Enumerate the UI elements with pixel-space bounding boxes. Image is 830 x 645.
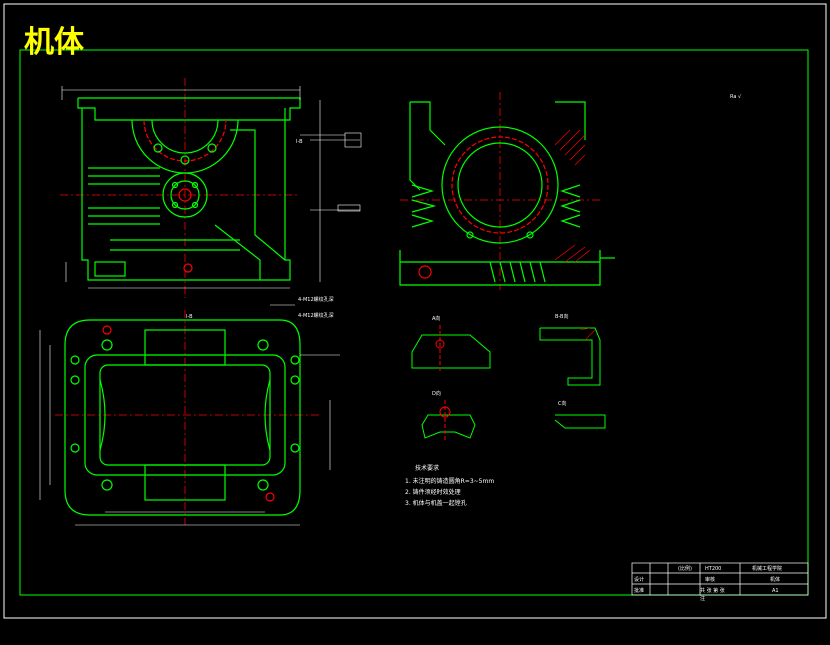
title-block bbox=[631, 562, 809, 596]
top-view bbox=[55, 310, 320, 525]
view-bb-label: B-B向 bbox=[555, 313, 569, 320]
section-label-left: I-B bbox=[296, 139, 303, 145]
callout-bolt-holes-2: 4-M12螺纹孔深 bbox=[298, 312, 334, 319]
callout-bolt-holes-1: 4-M12螺纹孔深 bbox=[298, 296, 334, 303]
title-block-approve: 批准 bbox=[634, 587, 644, 594]
drawing-title: 机体 bbox=[24, 25, 85, 60]
front-view-dimensions bbox=[61, 86, 362, 289]
title-block-size: A1 bbox=[772, 588, 779, 594]
top-view-dimensions bbox=[39, 304, 340, 526]
outer-frame bbox=[3, 3, 827, 619]
view-bb bbox=[539, 327, 601, 386]
title-block-part-name: 机体 bbox=[770, 576, 780, 583]
inner-frame bbox=[19, 49, 809, 596]
section-label-top: I-B bbox=[186, 314, 193, 320]
note-item-2: 2. 铸件须经时效处理 bbox=[405, 488, 461, 496]
roughness-mark: Ra √ bbox=[730, 94, 742, 100]
note-item-1: 1. 未注明的铸造圆角R=3~5mm bbox=[405, 477, 494, 485]
view-bb-hatch bbox=[579, 327, 596, 341]
title-block-scale: (比例) bbox=[678, 565, 692, 572]
notes-heading: 技术要求 bbox=[415, 464, 439, 472]
view-a bbox=[411, 325, 491, 372]
title-block-check: 审核 bbox=[705, 576, 715, 583]
view-a-label: A向 bbox=[432, 315, 440, 322]
front-view bbox=[60, 78, 301, 298]
note-item-3: 3. 机体与机盖一起镗孔 bbox=[405, 499, 467, 507]
title-block-designer: 设计 bbox=[634, 576, 644, 583]
view-c bbox=[554, 414, 606, 429]
title-block-school: 机械工程学院 bbox=[752, 565, 782, 572]
title-block-sheet: 共 张 第 张 bbox=[700, 587, 725, 594]
view-d bbox=[421, 400, 476, 440]
side-view-hatch bbox=[554, 129, 591, 263]
title-block-material: HT200 bbox=[705, 566, 721, 572]
side-view bbox=[399, 92, 615, 290]
view-d-label: D向 bbox=[432, 390, 441, 397]
title-block-note: 注 bbox=[700, 595, 705, 602]
view-c-label: C向 bbox=[558, 400, 567, 407]
